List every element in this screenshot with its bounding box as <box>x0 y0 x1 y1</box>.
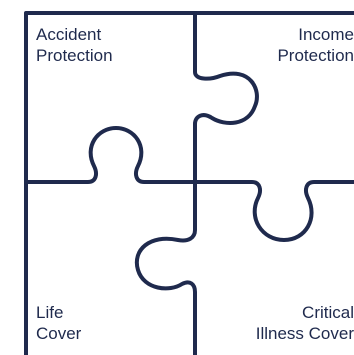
label-line: Life <box>36 303 64 322</box>
income-protection-label: Income Protection <box>277 24 354 66</box>
label-line: Illness Cover <box>255 324 354 343</box>
label-line: Income <box>298 25 354 44</box>
label-line: Accident <box>36 25 102 44</box>
life-cover-label: Life Cover <box>36 302 81 344</box>
label-line: Critical <box>302 303 354 322</box>
upper-vertical-seam <box>193 11 259 184</box>
right-horizontal-seam <box>193 180 354 242</box>
label-line: Cover <box>36 324 82 343</box>
left-horizontal-seam <box>24 126 197 184</box>
label-line: Protection <box>36 46 113 65</box>
outer-border <box>24 11 354 355</box>
critical-illness-cover-label: Critical Illness Cover <box>256 302 354 344</box>
lower-vertical-seam <box>134 180 197 355</box>
label-line: Protection <box>277 46 354 65</box>
accident-protection-label: Accident Protection <box>36 24 113 66</box>
